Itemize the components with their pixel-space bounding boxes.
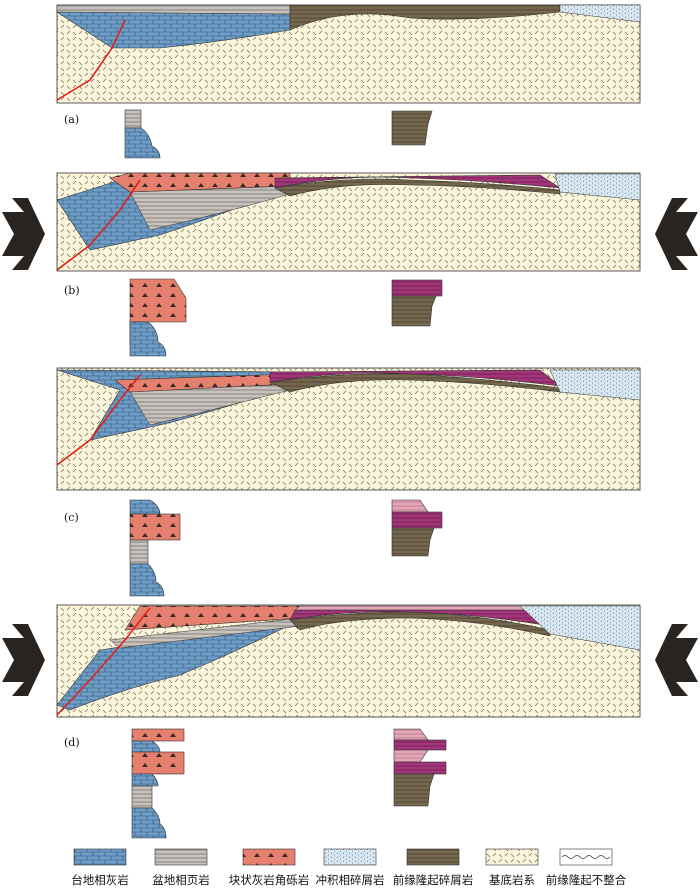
legend-label-basin-shale: 盆地相页岩 [152,873,210,887]
fault-line [56,607,151,716]
alluvial-layer [554,173,641,201]
fault-line [56,179,141,271]
panel-label: (b) [64,284,80,297]
compression-arrow-left [2,624,45,696]
legend-swatch-limestone-breccia [242,848,296,866]
legend-swatch-alluvial-clastic [323,848,377,866]
stratigraphic-column [129,499,181,597]
compression-arrow-right [655,624,698,696]
compression-arrow-right [655,198,698,270]
legend-label-alluvial-clastic: 冲积相碎屑岩 [315,873,385,887]
alluvial-layer [549,369,641,401]
magenta-clastic-layer [289,609,551,627]
stratigraphic-column [391,279,443,327]
legend-swatch-basin-shale [154,848,208,866]
stratigraphic-column [124,109,161,159]
legend-label-forebulge-unconformity: 前缘隆起不整合 [545,873,627,887]
panel-label: (a) [64,113,79,126]
panel-label: (c) [64,511,79,524]
fault-line [56,374,141,466]
magenta-clastic-layer [269,369,562,387]
legend-label-basement: 基底岩系 [489,873,535,887]
panel-d: (d) [2,604,698,839]
magenta-clastic-layer [274,174,561,189]
stratigraphic-column [129,278,187,357]
legend [73,848,613,866]
legend-label-forebulge-clastic: 前缘隆起碎屑岩 [392,873,474,887]
legend-swatch-forebulge-unconformity [559,848,613,866]
compression-arrow-left [2,198,45,270]
stratigraphic-column [391,110,433,146]
stratigraphic-column [131,728,185,839]
panel-b: (b) [2,172,698,357]
legend-label-platform-limestone: 台地相灰岩 [71,873,129,887]
stratigraphic-column [393,728,447,807]
alluvial-layer [559,4,641,23]
legend-swatch-basement [485,848,539,866]
legend-swatch-platform-limestone [73,848,127,866]
fault-line [56,19,126,101]
legend-swatch-forebulge-clastic [406,848,460,866]
platform-limestone-layer [56,619,301,711]
forebulge-clastic-layer [274,178,561,197]
alluvial-layer [519,605,641,651]
pink-clastic-layer [294,605,531,611]
forebulge-clastic-layer [289,4,561,31]
stratigraphic-column [391,499,443,557]
forebulge-clastic-layer [289,611,551,637]
panel-label: (d) [64,736,80,749]
legend-label-limestone-breccia: 块状灰岩角砾岩 [228,873,310,887]
panel-a: (a) [55,4,641,159]
panel-c: (c) [56,367,641,597]
